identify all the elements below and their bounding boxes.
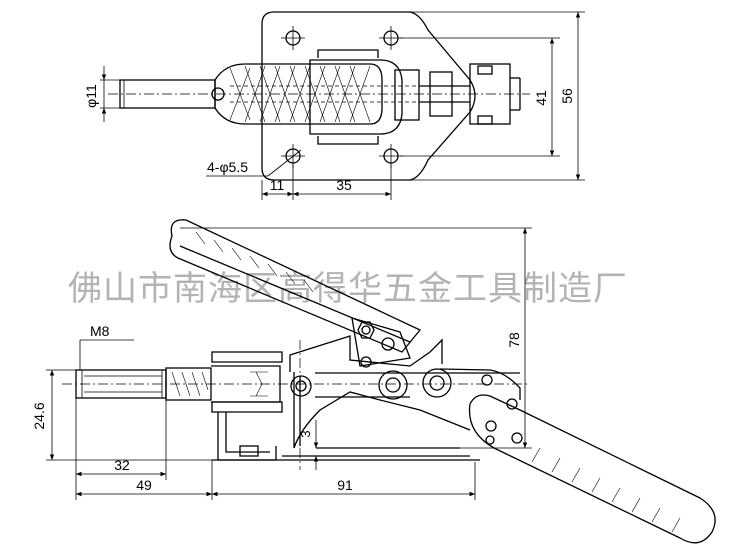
thread-label: M8 [90, 323, 110, 339]
shaft-diameter-label: φ11 [83, 84, 99, 108]
mounting-hole [281, 26, 305, 50]
dimension-3-label: 3 [298, 430, 313, 437]
dimension-11-label: 11 [270, 177, 285, 193]
top-view: φ11 4-φ5.5 11 35 41 56 [83, 11, 585, 200]
dimension-49-label: 49 [136, 477, 152, 493]
hole-spec-label: 4-φ5.5 [207, 159, 248, 175]
dimension-41-label: 41 [533, 90, 549, 106]
mounting-hole [379, 26, 403, 50]
lower-handle-knurl [531, 447, 681, 533]
side-view: M8 24.6 3 78 32 49 91 [31, 219, 716, 544]
dimension-56-label: 56 [559, 88, 575, 104]
dimension-91-label: 91 [337, 477, 353, 493]
dimension-78-label: 78 [506, 332, 522, 348]
dimension-32-label: 32 [114, 457, 130, 473]
mounting-hole [379, 144, 403, 168]
dimension-35-label: 35 [336, 177, 352, 193]
dimension-24-6-label: 24.6 [31, 402, 47, 429]
company-watermark: 佛山市南海区高得华五金工具制造厂 [68, 269, 628, 309]
upper-handle-knurl [195, 231, 314, 293]
